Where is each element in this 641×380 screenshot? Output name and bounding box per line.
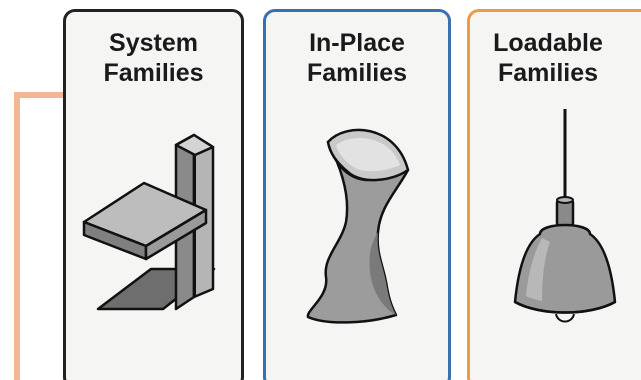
in-place-families-card: In-Place Families xyxy=(263,9,451,380)
system-families-title: System Families xyxy=(66,28,241,88)
in-place-families-title: In-Place Families xyxy=(266,28,448,88)
in-place-families-title-line1: In-Place xyxy=(309,29,405,57)
in-place-families-title-line2: Families xyxy=(306,59,408,87)
system-families-title-line2: Families xyxy=(103,59,204,87)
loadable-families-title: Loadable Families xyxy=(470,28,626,88)
freeform-mass-icon xyxy=(306,128,410,324)
loadable-families-title-line2: Families xyxy=(497,59,599,87)
loadable-families-title-line1: Loadable xyxy=(493,29,603,57)
pendant-lamp-icon xyxy=(513,109,617,323)
system-families-card: System Families xyxy=(63,9,244,380)
system-families-title-line1: System xyxy=(109,29,198,57)
wall-with-slab-icon xyxy=(82,133,216,311)
loadable-families-card: Loadable Families xyxy=(467,9,641,380)
accent-connector-line xyxy=(14,92,66,380)
